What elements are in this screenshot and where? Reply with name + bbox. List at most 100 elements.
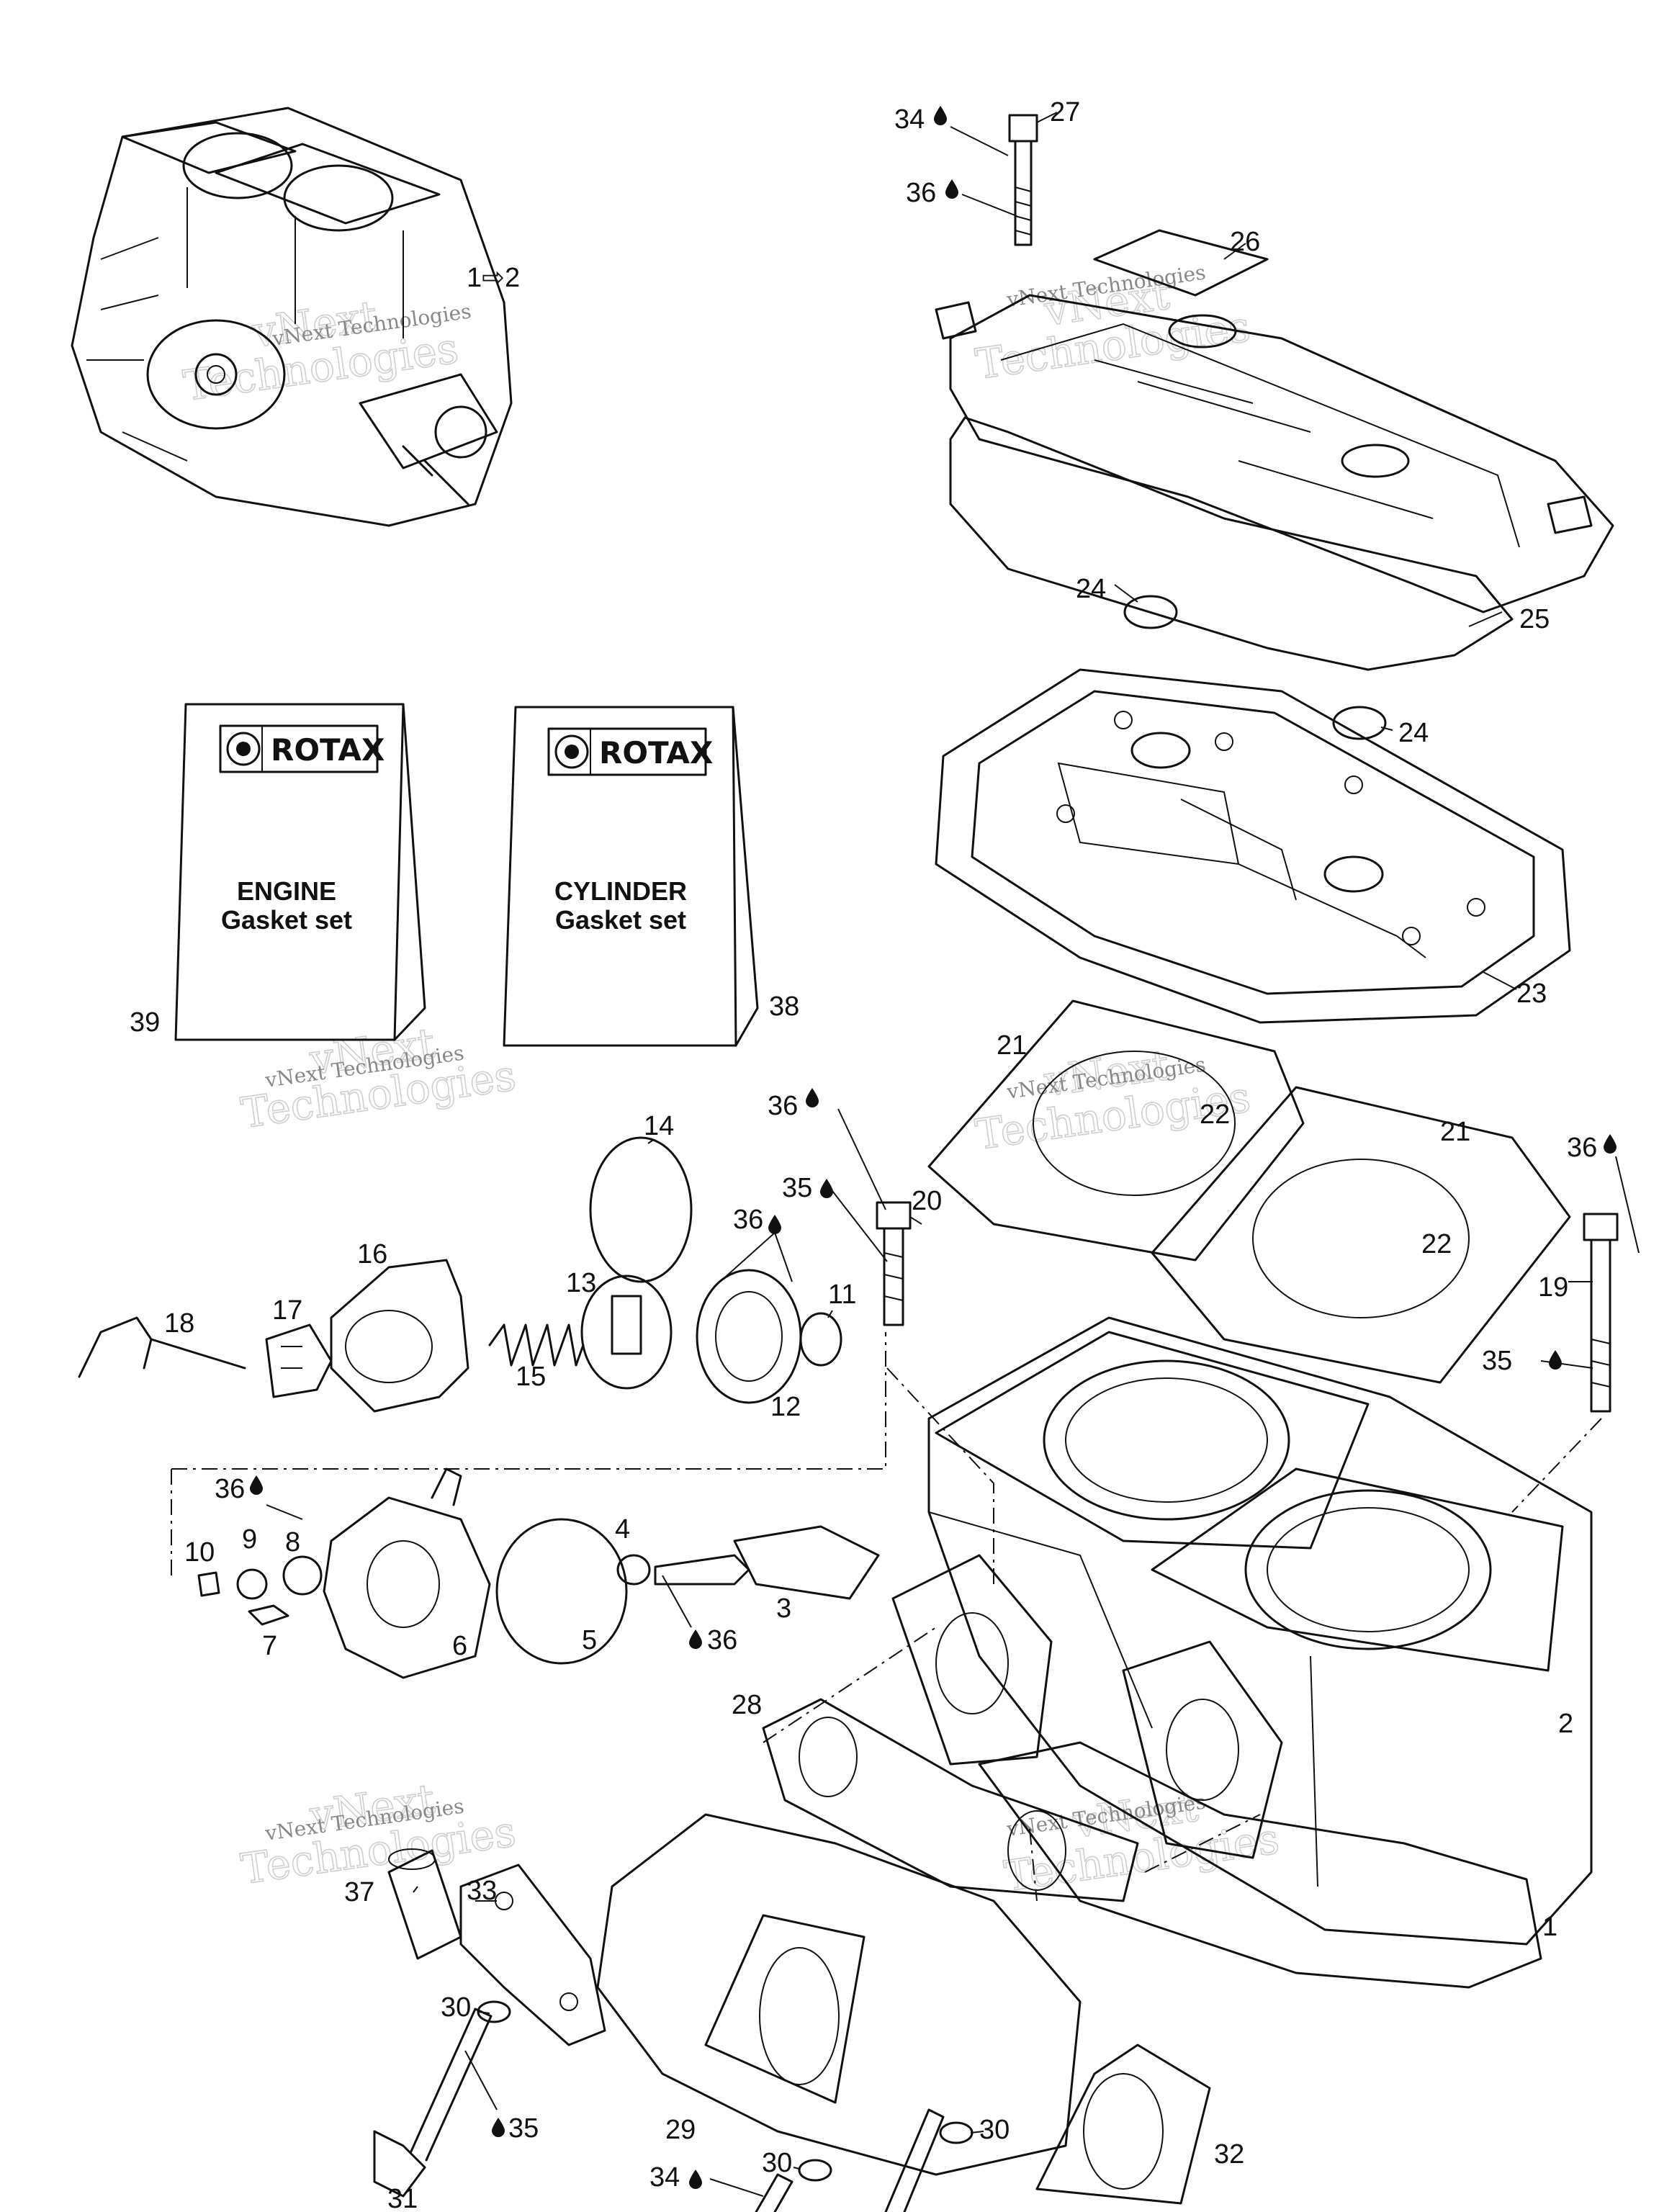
- callout-8: 8: [285, 1527, 300, 1557]
- callout-21: 21: [1440, 1117, 1470, 1147]
- kit-brand-cylinder: ROTAX: [599, 735, 713, 770]
- callout-19: 19: [1538, 1272, 1568, 1303]
- callout-labels: 34 27 36 26 24 25 24 23 21 22 21 22 36 3…: [164, 97, 1597, 2212]
- spring-15: [488, 1323, 585, 1367]
- bolt-34-bottom: [755, 2108, 945, 2212]
- callout-35: 35: [1482, 1346, 1512, 1376]
- kit-title-engine: ENGINE: [237, 876, 336, 906]
- leader-lines: [266, 112, 1640, 2197]
- callout-11: 11: [828, 1280, 856, 1310]
- exhaust-gasket-28: [762, 1698, 1139, 1902]
- watermark-top: vNext Technologies: [180, 291, 462, 411]
- callout-3: 3: [776, 1593, 791, 1624]
- o-ring-24-side: [1332, 706, 1387, 740]
- callout-36: 36: [707, 1625, 737, 1655]
- cover-12: [696, 1269, 802, 1404]
- callout-32: 32: [1214, 2139, 1244, 2170]
- note-1-to-2: 1⇨2: [467, 263, 520, 293]
- pump-housing-16: [330, 1259, 469, 1413]
- bolt-27: [1008, 114, 1038, 246]
- callout-27: 27: [1050, 97, 1080, 127]
- callout-14: 14: [644, 1111, 674, 1141]
- oil-drop-icon: [1604, 1134, 1617, 1154]
- spring-clip-18: [78, 1316, 246, 1378]
- cylinder-head-23: [935, 668, 1571, 1024]
- callout-37: 37: [344, 1877, 374, 1907]
- callout-26: 26: [1230, 227, 1260, 257]
- callout-39: 39: [130, 1007, 160, 1038]
- callout-15: 15: [516, 1362, 546, 1392]
- kit-subtitle-cylinder: Gasket set: [555, 905, 686, 935]
- callout-24: 24: [1398, 718, 1429, 748]
- callout-35: 35: [782, 1173, 812, 1203]
- callout-36: 36: [768, 1091, 798, 1121]
- spring-10: [197, 1571, 220, 1597]
- kit-booklet-engine: ROTAX ENGINE Gasket set: [174, 703, 426, 1041]
- oil-drop-icon: [250, 1475, 263, 1495]
- hose-37: [387, 1848, 462, 1960]
- ring-8: [236, 1568, 268, 1600]
- callout-31: 31: [387, 2184, 418, 2212]
- callout-7: 7: [262, 1631, 277, 1661]
- oil-drop-icon: [768, 1215, 781, 1234]
- callout-30: 30: [762, 2148, 792, 2178]
- callout-36: 36: [906, 178, 936, 208]
- callout-29: 29: [665, 2115, 696, 2145]
- exhaust-manifold-29: [596, 1813, 1082, 2176]
- callout-21: 21: [997, 1030, 1027, 1061]
- callout-24: 24: [1076, 574, 1106, 604]
- exhaust-gasket-32: [1035, 2044, 1211, 2205]
- callout-33: 33: [467, 1876, 497, 1906]
- callout-36: 36: [215, 1474, 245, 1504]
- pump-body-6: [323, 1467, 491, 1679]
- oil-drop-icon: [934, 106, 947, 125]
- shaft-3: [654, 1525, 880, 1600]
- callout-36: 36: [1567, 1133, 1597, 1163]
- callout-20: 20: [912, 1186, 942, 1216]
- callout-17: 17: [272, 1295, 302, 1326]
- o-ring-24-top: [1123, 595, 1178, 629]
- oil-drop-icon: [689, 1629, 702, 1649]
- bearing-9: [282, 1555, 323, 1596]
- callout-35: 35: [508, 2113, 539, 2144]
- callout-30: 30: [979, 2115, 1010, 2145]
- kit-booklet-cylinder: ROTAX CYLINDER Gasket set: [503, 706, 759, 1047]
- callout-18: 18: [164, 1308, 194, 1339]
- callout-1: 1: [1542, 1912, 1557, 1942]
- oil-drop-icon: [689, 2170, 702, 2189]
- bolt-20: [876, 1201, 912, 1326]
- head-gasket-21-upper: [927, 999, 1305, 1262]
- callout-38: 38: [769, 992, 799, 1022]
- washer-30-c: [939, 2121, 974, 2144]
- callout-9: 9: [242, 1524, 257, 1555]
- screw-7: [248, 1604, 289, 1626]
- oil-drop-icon: [945, 179, 958, 199]
- cylinder-block-2: [891, 1316, 1593, 1946]
- base-gasket-1: [978, 1741, 1542, 1989]
- bolt-31: [373, 2008, 493, 2198]
- oil-drop-icon: [1549, 1350, 1562, 1370]
- kit-title-cylinder: CYLINDER: [554, 876, 687, 906]
- head-cover-26: [935, 229, 1614, 613]
- callout-25: 25: [1519, 604, 1550, 634]
- kit-brand-engine: ROTAX: [271, 732, 385, 768]
- seal-13: [580, 1274, 673, 1390]
- gasket-25: [949, 416, 1514, 671]
- callout-34: 34: [894, 104, 925, 135]
- impeller-17: [265, 1323, 333, 1398]
- callout-36: 36: [733, 1205, 763, 1235]
- callout-23: 23: [1516, 979, 1547, 1009]
- gasket-14: [589, 1136, 693, 1283]
- oil-drop-icon: [820, 1179, 833, 1198]
- callout-4: 4: [615, 1514, 630, 1545]
- callout-13: 13: [566, 1268, 596, 1298]
- callout-12: 12: [770, 1392, 801, 1422]
- assembly-lines: [171, 1332, 1602, 1902]
- kit-subtitle-engine: Gasket set: [221, 905, 352, 935]
- head-gasket-21-lower: [1151, 1086, 1571, 1384]
- o-ring-11: [799, 1312, 842, 1367]
- callout-16: 16: [357, 1239, 387, 1269]
- engine-overview-illustration: [71, 107, 513, 527]
- callout-30: 30: [441, 1992, 471, 2023]
